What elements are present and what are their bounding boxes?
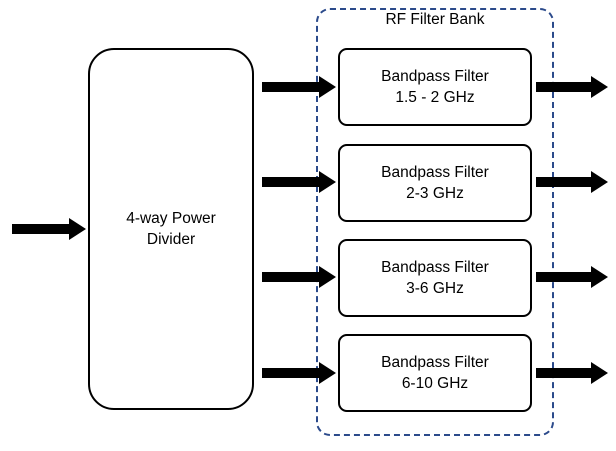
- filter-1-output-head: [591, 76, 608, 98]
- divider-to-filter-1-shaft: [262, 82, 319, 92]
- divider-to-filter-3-shaft: [262, 272, 319, 282]
- input-arrow-head: [69, 218, 86, 240]
- filter-label-1: Bandpass Filter 1.5 - 2 GHz: [381, 68, 489, 106]
- divider-to-filter-1-head: [319, 76, 336, 98]
- filter-4-output-head: [591, 362, 608, 384]
- rf-filter-bank-group: [316, 8, 554, 436]
- power-divider-label: 4-way Power Divider: [126, 210, 216, 248]
- divider-to-filter-2-head: [319, 171, 336, 193]
- rf-filter-bank-title: RF Filter Bank: [385, 11, 485, 28]
- divider-to-filter-4-head: [319, 362, 336, 384]
- filter-label-4: Bandpass Filter 6-10 GHz: [381, 354, 489, 392]
- input-arrow-shaft: [12, 224, 69, 234]
- divider-to-filter-4-shaft: [262, 368, 319, 378]
- divider-to-filter-2-shaft: [262, 177, 319, 187]
- filter-2-output-shaft: [536, 177, 591, 187]
- filter-1-output-shaft: [536, 82, 591, 92]
- filter-label-2: Bandpass Filter 2-3 GHz: [381, 164, 489, 202]
- filter-label-3: Bandpass Filter 3-6 GHz: [381, 259, 489, 297]
- power-divider-block: 4-way Power Divider: [88, 48, 254, 410]
- filter-2-output-head: [591, 171, 608, 193]
- filter-block-2: Bandpass Filter 2-3 GHz: [338, 144, 532, 222]
- divider-to-filter-3-head: [319, 266, 336, 288]
- filter-4-output-shaft: [536, 368, 591, 378]
- filter-block-4: Bandpass Filter 6-10 GHz: [338, 334, 532, 412]
- filter-3-output-head: [591, 266, 608, 288]
- filter-3-output-shaft: [536, 272, 591, 282]
- filter-block-1: Bandpass Filter 1.5 - 2 GHz: [338, 48, 532, 126]
- filter-block-3: Bandpass Filter 3-6 GHz: [338, 239, 532, 317]
